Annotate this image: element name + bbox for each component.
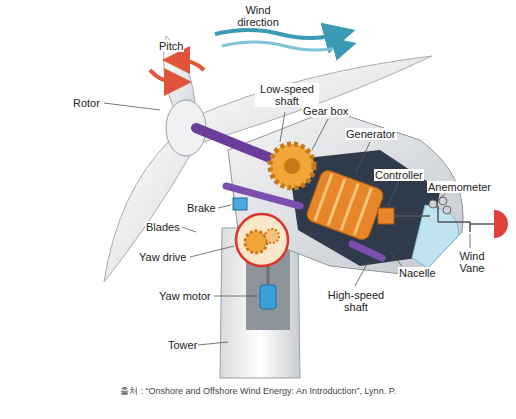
- blade: [104, 140, 192, 282]
- part-label: Controller: [374, 169, 424, 181]
- part-label: Generator: [345, 128, 397, 140]
- part-label: Tower: [167, 339, 198, 351]
- part-label: High-speed shaft: [321, 289, 391, 313]
- leader-lines: [104, 103, 470, 345]
- part-label: Yaw motor: [158, 290, 212, 302]
- tower: [220, 228, 300, 378]
- wind-vane: [494, 210, 508, 238]
- pitch-label: Pitch: [158, 40, 184, 52]
- part-label: Gear box: [302, 105, 349, 117]
- wind-arrow: [215, 30, 340, 38]
- part-label: Low-speed shaft: [255, 83, 319, 107]
- controller: [378, 208, 394, 224]
- low-speed-shaft: [196, 128, 280, 162]
- gear-box: [270, 144, 314, 188]
- part-label: Anemometer: [427, 181, 492, 193]
- part-label: Blades: [145, 221, 181, 233]
- part-label: Rotor: [72, 97, 101, 109]
- wind-arrow: [222, 42, 345, 50]
- yaw-drive: [236, 214, 288, 266]
- source-caption: 출처 : “Onshore and Offshore Wind Energy: …: [10, 386, 506, 397]
- part-label: Yaw drive: [138, 251, 187, 263]
- part-label: Wind Vane: [450, 250, 494, 274]
- part-label: Nacelle: [398, 267, 437, 279]
- yaw-motor: [260, 285, 276, 309]
- part-label: Brake: [186, 202, 217, 214]
- brake: [233, 198, 247, 210]
- wind-label: Wind direction: [228, 4, 288, 28]
- anemometer: [429, 200, 437, 208]
- high-speed-shaft: [352, 244, 382, 258]
